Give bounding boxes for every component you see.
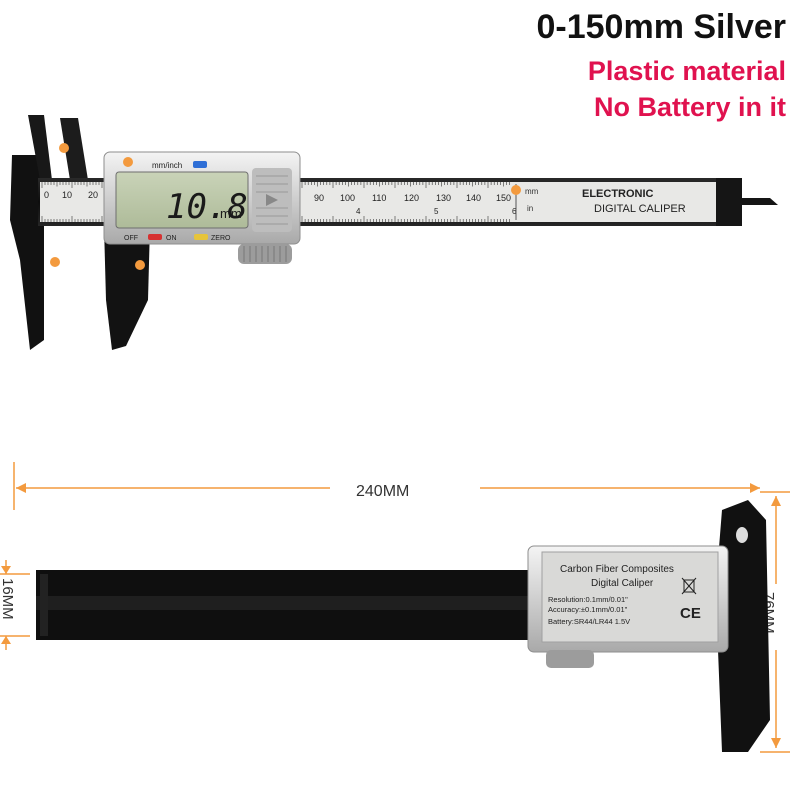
scale-label-10: 10 [62,190,72,200]
thumb-wheel[interactable] [238,244,292,264]
brand-line2: DIGITAL CALIPER [594,203,686,215]
scale-label-150: 150 [496,193,511,203]
sliding-jaw [104,226,150,350]
zero-label: ZERO [211,235,231,242]
scale-label-140: 140 [466,193,481,203]
fixed-jaw [10,115,88,350]
unit-toggle-button[interactable] [193,161,207,168]
inch-label-6: 6 [512,207,517,216]
scale-label-20: 20 [88,190,98,200]
hotspot-dot [123,157,133,167]
caliper-back [36,500,770,752]
on-label: ON [166,235,177,242]
hotspot-dot [59,143,69,153]
thickness-label: 16MM [0,578,16,620]
scale-label-100: 100 [340,193,355,203]
hotspot-dot [135,260,145,270]
inch-label-5: 5 [434,207,439,216]
back-accuracy: Accuracy:±0.1mm/0.01" [548,605,628,614]
lcd-screen [115,171,249,229]
back-thumb-wheel [546,650,594,668]
back-label-title1: Carbon Fiber Composites [560,564,674,575]
scale-label-120: 120 [404,193,419,203]
scale-label-110: 110 [372,193,386,203]
unit-toggle-label: mm/inch [152,161,182,170]
inch-label-4: 4 [356,207,361,216]
ce-mark: CE [680,605,701,622]
grip-arrow-icon [266,194,278,206]
scale-label-0: 0 [44,190,49,200]
scale-unit-mm: mm [525,187,539,196]
scale-ticks [41,182,511,222]
back-label-title2: Digital Caliper [591,578,654,589]
product-headline: 0-150mm Silver [536,8,787,46]
weee-bin-icon [681,577,697,595]
off-label: OFF [124,235,138,242]
dimension-lines [0,462,790,753]
scale-label-90: 90 [314,193,324,203]
on-off-button[interactable] [148,234,162,240]
depth-rod [738,198,778,205]
lcd-unit: mm [220,206,242,221]
back-resolution: Resolution:0.1mm/0.01" [548,595,628,604]
lcd-reading: 10.8 [166,187,248,227]
feature-no-battery: No Battery in it [593,92,786,122]
hotspot-dot [50,257,60,267]
feature-plastic: Plastic material [587,56,786,86]
scale-label-130: 130 [436,193,451,203]
zero-button[interactable] [194,234,208,240]
hotspot-dot [511,185,521,195]
brand-line1: ELECTRONIC [582,188,654,200]
back-battery: Battery:SR44/LR44 1.5V [548,617,630,626]
length-label: 240MM [356,483,409,500]
scale-unit-in: in [527,204,533,213]
